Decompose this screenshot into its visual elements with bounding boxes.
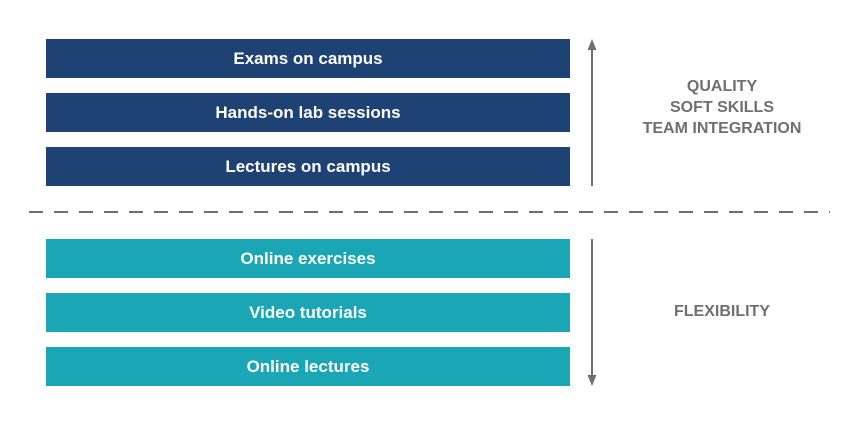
upper-labels: QUALITY SOFT SKILLS TEAM INTEGRATION <box>622 76 822 139</box>
online-item-exercises: Online exercises <box>46 239 570 278</box>
up-arrow-icon <box>587 39 597 186</box>
label-flexibility: FLEXIBILITY <box>674 303 770 320</box>
label-team-integration: TEAM INTEGRATION <box>642 120 802 137</box>
campus-item-lectures: Lectures on campus <box>46 147 570 186</box>
label-quality: QUALITY <box>686 78 758 95</box>
label-soft-skills: SOFT SKILLS <box>670 99 774 116</box>
online-item-lectures: Online lectures <box>46 347 570 386</box>
campus-item-lab-sessions: Hands-on lab sessions <box>46 93 570 132</box>
campus-item-exams: Exams on campus <box>46 39 570 78</box>
online-item-video-tutorials: Video tutorials <box>46 293 570 332</box>
down-arrow-icon <box>587 239 597 386</box>
